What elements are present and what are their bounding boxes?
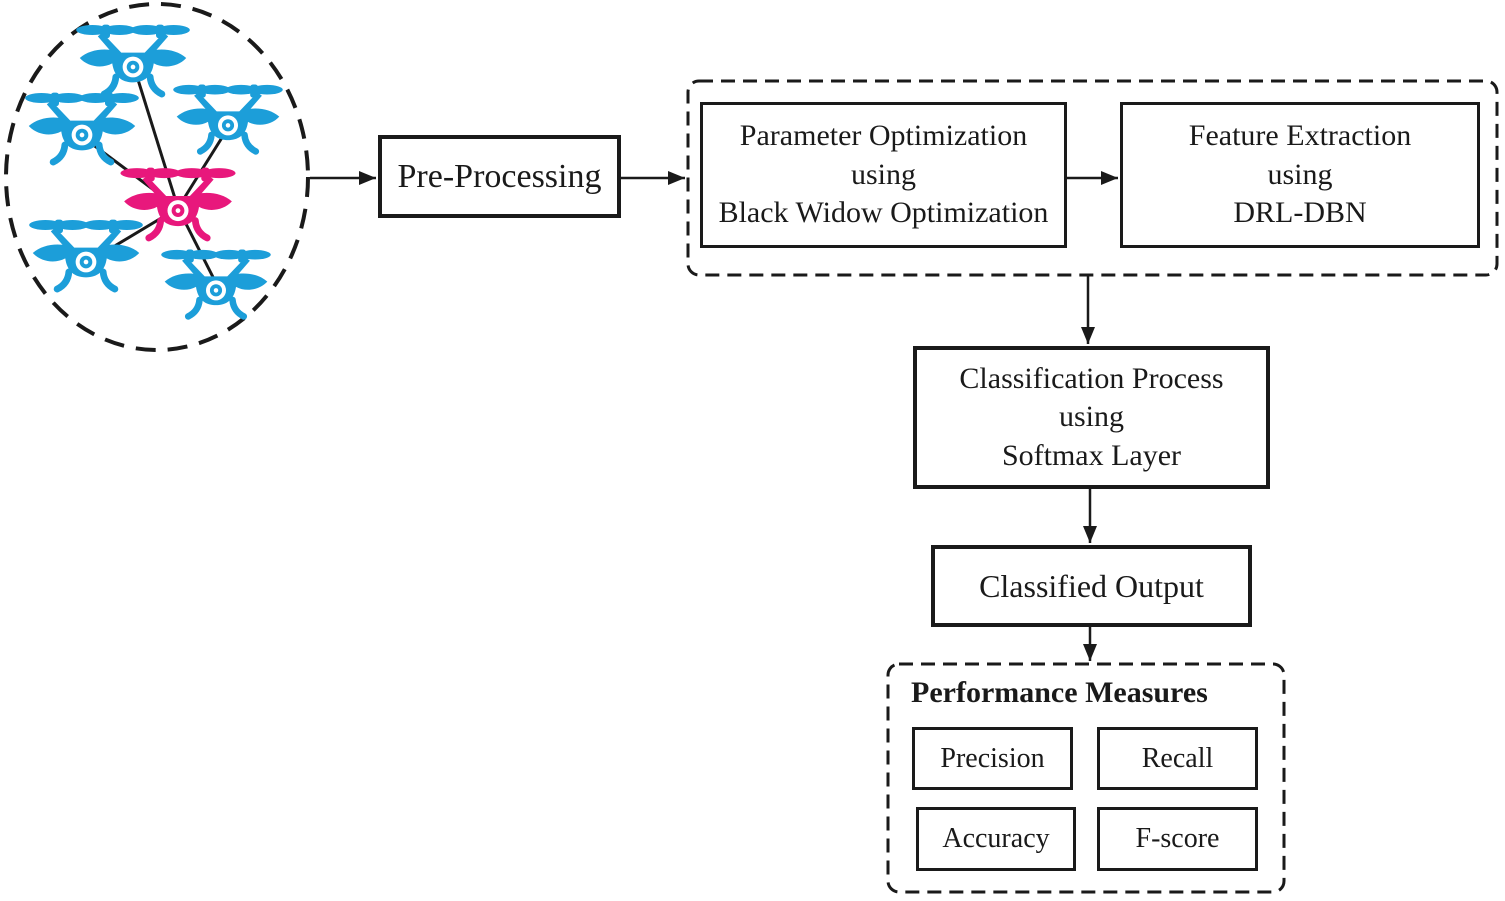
performance-measures-dashed-container (886, 662, 1286, 894)
optimization-stage-dashed-container (686, 79, 1499, 277)
preprocessing-label: Pre-Processing (397, 157, 602, 195)
drone-icon-top (76, 25, 190, 94)
measure-label-precision: Precision (940, 742, 1045, 774)
parameter-optimization-line3: Black Widow Optimization (718, 196, 1049, 230)
cluster-boundary-ellipse (4, 2, 310, 352)
link-hub-to-top-drone (133, 69, 180, 209)
drone-icon-bottom-left (29, 220, 143, 289)
classified-output-box: Classified Output (931, 545, 1252, 627)
feature-extraction-line2: using (1267, 157, 1333, 191)
feature-extraction-line3: DRL-DBN (1233, 196, 1367, 230)
measure-label-fscore: F-score (1135, 823, 1220, 855)
measure-box-recall: Recall (1097, 727, 1258, 790)
measure-box-accuracy: Accuracy (916, 807, 1076, 871)
parameter-optimization-box: Parameter Optimization using Black Widow… (700, 102, 1067, 248)
classification-line1: Classification Process (959, 361, 1224, 395)
feature-extraction-line1: Feature Extraction (1188, 119, 1412, 153)
drone-icon-bottom-right (161, 249, 271, 316)
preprocessing-box: Pre-Processing (378, 135, 621, 218)
classification-line2: using (1058, 400, 1124, 434)
performance-measures-title: Performance Measures (911, 676, 1208, 709)
drone-icon-right (173, 84, 283, 151)
measure-box-fscore: F-score (1097, 807, 1258, 871)
drone-icon-left (25, 93, 139, 162)
measure-box-precision: Precision (912, 727, 1073, 790)
classification-line3: Softmax Layer (1001, 438, 1182, 472)
measure-label-accuracy: Accuracy (942, 823, 1050, 855)
measure-label-recall: Recall (1141, 742, 1214, 774)
parameter-optimization-line2: using (850, 157, 916, 191)
classification-box: Classification Process using Softmax Lay… (913, 346, 1270, 489)
parameter-optimization-line1: Parameter Optimization (739, 119, 1028, 153)
classified-output-label: Classified Output (979, 567, 1204, 604)
feature-extraction-box: Feature Extraction using DRL-DBN (1120, 102, 1480, 248)
